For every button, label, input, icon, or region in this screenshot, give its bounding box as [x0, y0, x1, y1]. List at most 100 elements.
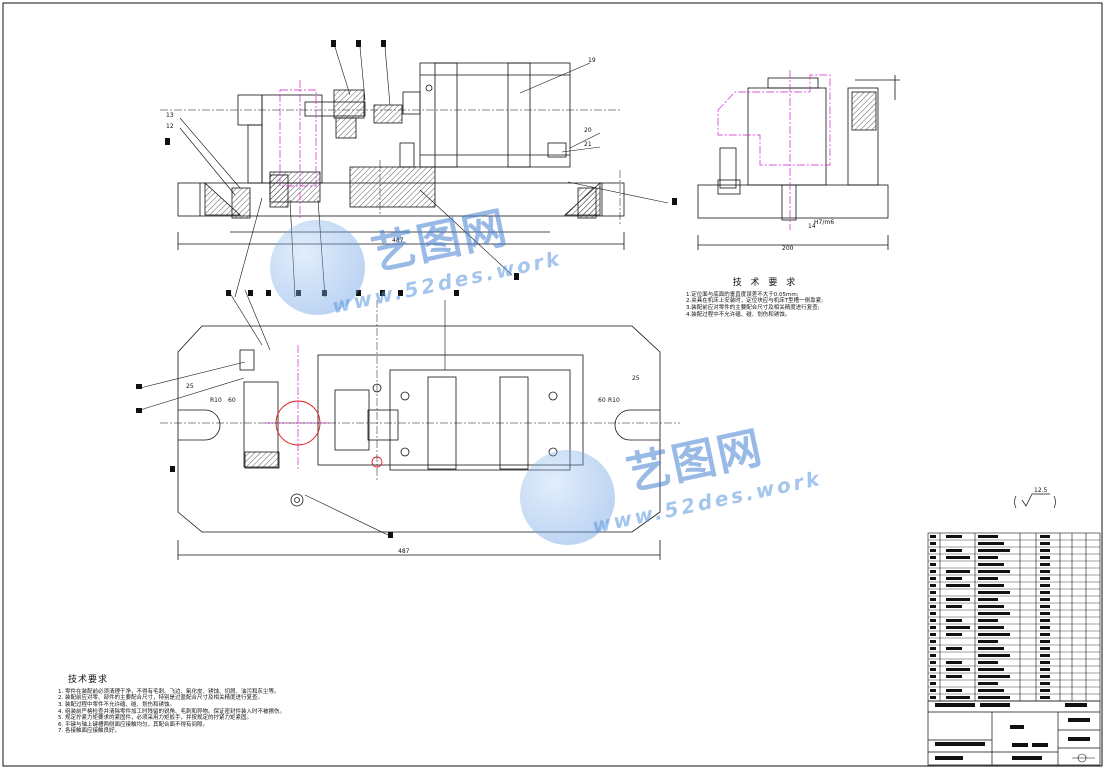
plan-dim-60-left: 60: [228, 397, 236, 404]
bom-cell-mark: [978, 577, 998, 580]
side-dim-14: 14: [808, 223, 816, 230]
bom-cell-mark: [978, 556, 998, 559]
callout-20: 20: [584, 127, 592, 134]
roughness-symbol: [1014, 493, 1056, 509]
front-view: [177, 62, 625, 250]
bom-cell-mark: [1040, 696, 1050, 699]
bom-cell-mark: [930, 640, 936, 643]
bom-cell-mark: [1040, 668, 1050, 671]
bom-cell-mark: [930, 591, 936, 594]
front-view-axis: [160, 109, 621, 225]
bom-cell-mark: [946, 577, 962, 580]
bom-cell-mark: [946, 535, 962, 538]
side-view-centerlines: [717, 70, 831, 230]
bom-cell-mark: [930, 689, 936, 692]
callout-12: 12: [166, 123, 174, 130]
bom-cell-mark: [978, 668, 1004, 671]
bom-cell-mark: [930, 654, 936, 657]
plan-dim-487: 487: [398, 548, 410, 555]
bom-cell-mark: [1040, 591, 1050, 594]
title-block-redacted-text: [935, 703, 1090, 760]
bom-cell-mark: [930, 598, 936, 601]
bom-cell-mark: [946, 549, 962, 552]
bom-cell-mark: [1040, 598, 1050, 601]
tech-req-left-line: 6. 平键与轴上键槽两侧面应接触均匀，其配合面不得有间隙。: [58, 721, 208, 728]
bom-cell-mark: [1040, 577, 1050, 580]
bom-cell-mark: [946, 605, 962, 608]
bom-cell-mark: [1040, 563, 1050, 566]
plan-view-red-features: [275, 400, 383, 468]
tech-requirements-left-title: 技术要求: [68, 675, 109, 685]
front-dim-487: 487: [392, 237, 404, 244]
plan-view: [177, 325, 661, 560]
bom-cell-mark: [1040, 612, 1050, 615]
bom-cell-mark: [1040, 675, 1050, 678]
bom-cell-mark: [978, 661, 998, 664]
bom-cell-mark: [978, 570, 1010, 573]
bom-cell-mark: [930, 633, 936, 636]
callout-13: 13: [166, 112, 174, 119]
bom-cell-mark: [978, 647, 1004, 650]
tech-req-left-line: 5. 规定拧紧力矩要求的紧固件，必须采用力矩扳手，并按规定的拧紧力矩紧固。: [58, 715, 252, 722]
bom-cell-mark: [978, 675, 1010, 678]
bom-cell-mark: [930, 542, 936, 545]
tech-req-left-line: 1. 零件在装配前必须清理干净，不得有毛刺、飞边、氧化皮、锈蚀、切屑、油污和灰尘…: [58, 688, 280, 695]
side-view: [697, 75, 900, 250]
bom-cell-mark: [930, 563, 936, 566]
tech-req-left-line: 3. 装配过程中零件不允许磕、碰、划伤和锈蚀。: [58, 701, 175, 708]
bom-redacted-text: [930, 535, 1050, 699]
bom-cell-mark: [930, 668, 936, 671]
bom-cell-mark: [946, 570, 970, 573]
bom-cell-mark: [946, 647, 962, 650]
bom-cell-mark: [946, 556, 970, 559]
bom-cell-mark: [978, 563, 1004, 566]
bom-cell-mark: [1040, 626, 1050, 629]
bom-cell-mark: [930, 675, 936, 678]
bom-cell-mark: [978, 689, 1004, 692]
bom-cell-mark: [946, 696, 970, 699]
callout-21: 21: [584, 141, 592, 148]
bom-cell-mark: [978, 549, 1010, 552]
tech-req-left-line: 7. 各接触面应接触良好。: [58, 728, 120, 735]
tech-req-left-line: 2. 装配前应对零、部件的主要配合尺寸，特别是过盈配合尺寸及相关精度进行复查。: [58, 695, 263, 702]
bom-cell-mark: [930, 549, 936, 552]
bom-cell-mark: [1040, 689, 1050, 692]
plan-dim-r10-left: R10: [210, 397, 222, 404]
bom-cell-mark: [930, 577, 936, 580]
side-fit: H7/m6: [814, 219, 834, 226]
projection-symbol: [1072, 753, 1095, 763]
plan-dim-r10-right: R10: [608, 397, 620, 404]
front-view-leaders: [179, 46, 669, 276]
roughness-value: 12.5: [1034, 487, 1048, 494]
bom-cell-mark: [1040, 661, 1050, 664]
bom-cell-mark: [1040, 654, 1050, 657]
tech-req-left-line: 4. 组装前严格检查并清除零件加工时残留的锐角、毛刺和异物。保证密封件装入时不被…: [58, 708, 285, 715]
plan-view-axis: [160, 300, 680, 480]
side-dim-200: 200: [782, 245, 794, 252]
bom-cell-mark: [1040, 682, 1050, 685]
bom-cell-mark: [930, 612, 936, 615]
bom-cell-mark: [946, 598, 970, 601]
bom-cell-mark: [1040, 549, 1050, 552]
bom-cell-mark: [978, 640, 998, 643]
bom-cell-mark: [930, 696, 936, 699]
bom-cell-mark: [978, 584, 1004, 587]
bom-cell-mark: [946, 689, 962, 692]
bom-cell-mark: [930, 570, 936, 573]
bom-cell-mark: [946, 661, 962, 664]
bom-cell-mark: [1040, 633, 1050, 636]
bom-cell-mark: [1040, 535, 1050, 538]
bom-cell-mark: [930, 535, 936, 538]
bom-cell-mark: [1040, 556, 1050, 559]
tech-req-right-line: 1.定位面与底面的垂直度误差不大于0.05mm;: [686, 291, 799, 298]
plan-view-callout-marks: [136, 290, 459, 538]
tech-requirements-left: 技术要求 1. 零件在装配前必须清理干净，不得有毛刺、飞边、氧化皮、锈蚀、切屑、…: [58, 675, 285, 735]
bom-cell-mark: [946, 619, 962, 622]
bom-cell-mark: [930, 605, 936, 608]
bom-cell-mark: [946, 626, 970, 629]
callout-19: 19: [588, 57, 596, 64]
bom-cell-mark: [978, 612, 1010, 615]
title-block: [927, 700, 1101, 766]
bom-cell-mark: [930, 682, 936, 685]
